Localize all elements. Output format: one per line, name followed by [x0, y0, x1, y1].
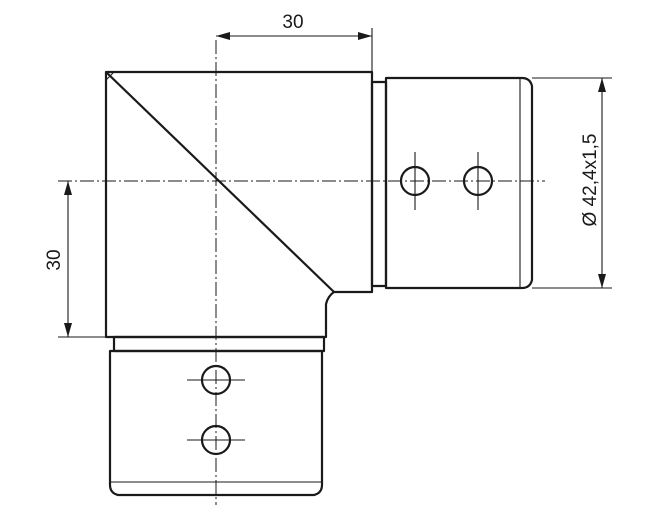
dimension-label-horizontal: 30: [282, 12, 303, 33]
dimension-left: 30: [44, 181, 106, 338]
dimension-label-vertical: 30: [44, 249, 65, 270]
dimension-diameter: Ø 42,4x1,5: [532, 77, 612, 289]
dimension-top: 30: [216, 12, 373, 72]
center-lines: [58, 40, 545, 505]
right-spigot: [370, 76, 534, 290]
bottom-spigot: [108, 335, 326, 497]
elbow-body: [104, 70, 374, 339]
miter-line: [105, 71, 335, 293]
dimension-label-diameter: Ø 42,4x1,5: [580, 134, 601, 227]
